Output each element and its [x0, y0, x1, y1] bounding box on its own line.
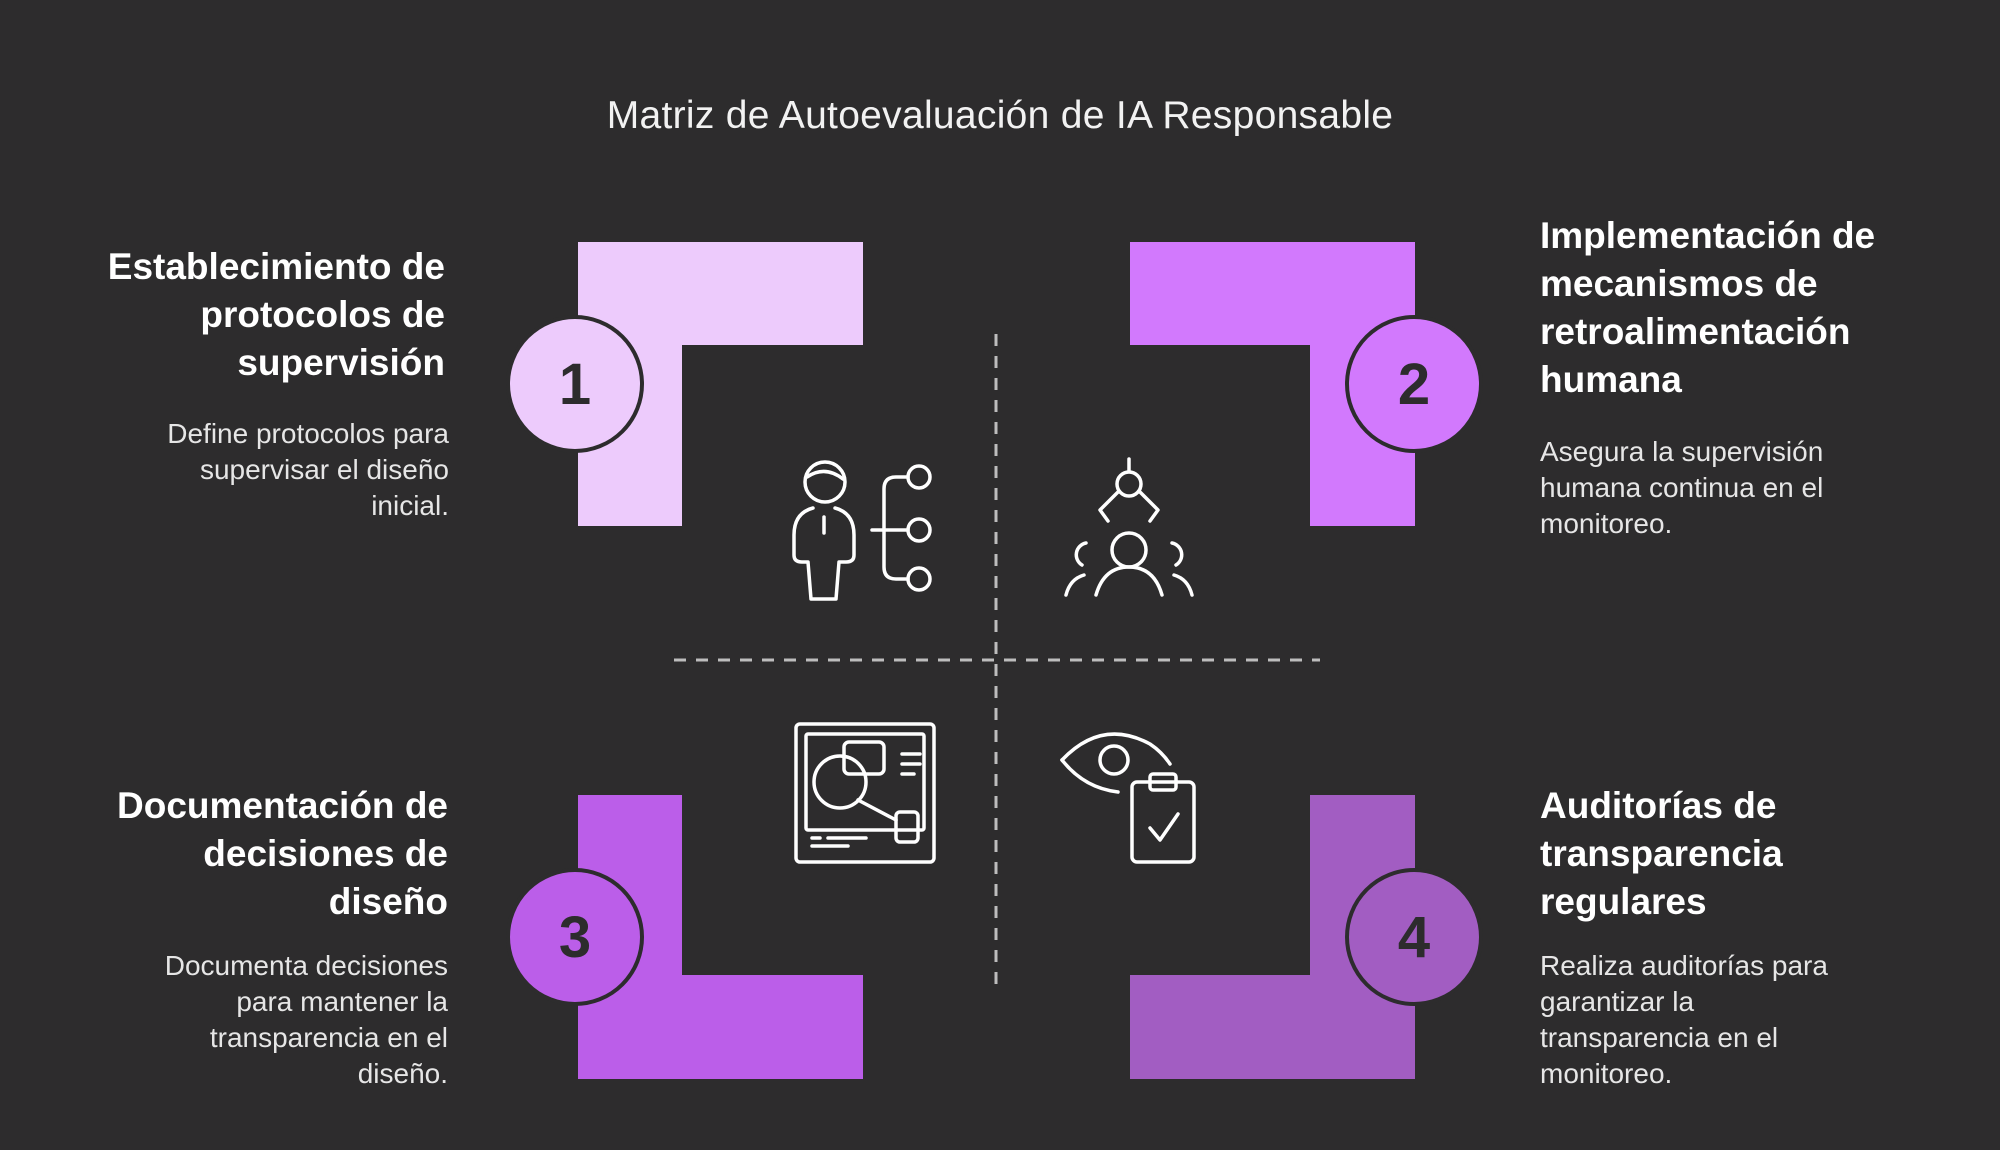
- quadrant-2-fill: [1130, 242, 1415, 526]
- quadrant-4-fill: [1130, 795, 1415, 1079]
- quadrant-4-number: 4: [1397, 904, 1431, 970]
- quadrant-3-heading: Documentación de decisiones de diseño: [117, 785, 448, 922]
- person-hierarchy-icon: [792, 460, 932, 601]
- quadrant-1-number: 1: [558, 351, 592, 417]
- quadrant-3-badge: 3: [506, 868, 644, 1006]
- quadrant-2-shape: [1130, 242, 1415, 526]
- quadrant-2-description: Asegura la supervisión humana continua e…: [1540, 436, 1824, 539]
- quadrant-1-heading: Establecimiento de protocolos de supervi…: [107, 246, 445, 383]
- quadrant-3-description: Documenta decisiones para mantener la tr…: [164, 950, 448, 1089]
- quadrant-1-badge: 1: [506, 315, 644, 453]
- horizontal-divider: [674, 658, 1320, 662]
- quadrant-1-shape: [578, 242, 863, 526]
- quadrant-4-heading: Auditorías de transparencia regulares: [1540, 785, 1783, 922]
- quadrant-2-heading: Implementación de mecanismos de retroali…: [1540, 215, 1876, 400]
- page-title: Matriz de Autoevaluación de IA Responsab…: [606, 94, 1394, 137]
- quadrant-2-badge: 2: [1345, 315, 1483, 453]
- quadrant-1-description: Define protocolos para supervisar el dis…: [167, 418, 449, 521]
- quadrant-3-shape: [578, 795, 863, 1079]
- quadrant-3-number: 3: [558, 904, 592, 970]
- quadrant-4-shape: [1130, 795, 1415, 1079]
- quadrant-3-fill: [578, 795, 863, 1079]
- quadrant-2-number: 2: [1397, 351, 1431, 417]
- design-document-icon: [794, 722, 936, 864]
- robot-arm-people-icon: [1064, 457, 1194, 597]
- quadrant-4-badge: 4: [1345, 868, 1483, 1006]
- quadrant-1-fill: [578, 242, 863, 526]
- eye-clipboard-icon: [1060, 732, 1196, 864]
- quadrant-4-description: Realiza auditorías para garantizar la tr…: [1540, 950, 1828, 1089]
